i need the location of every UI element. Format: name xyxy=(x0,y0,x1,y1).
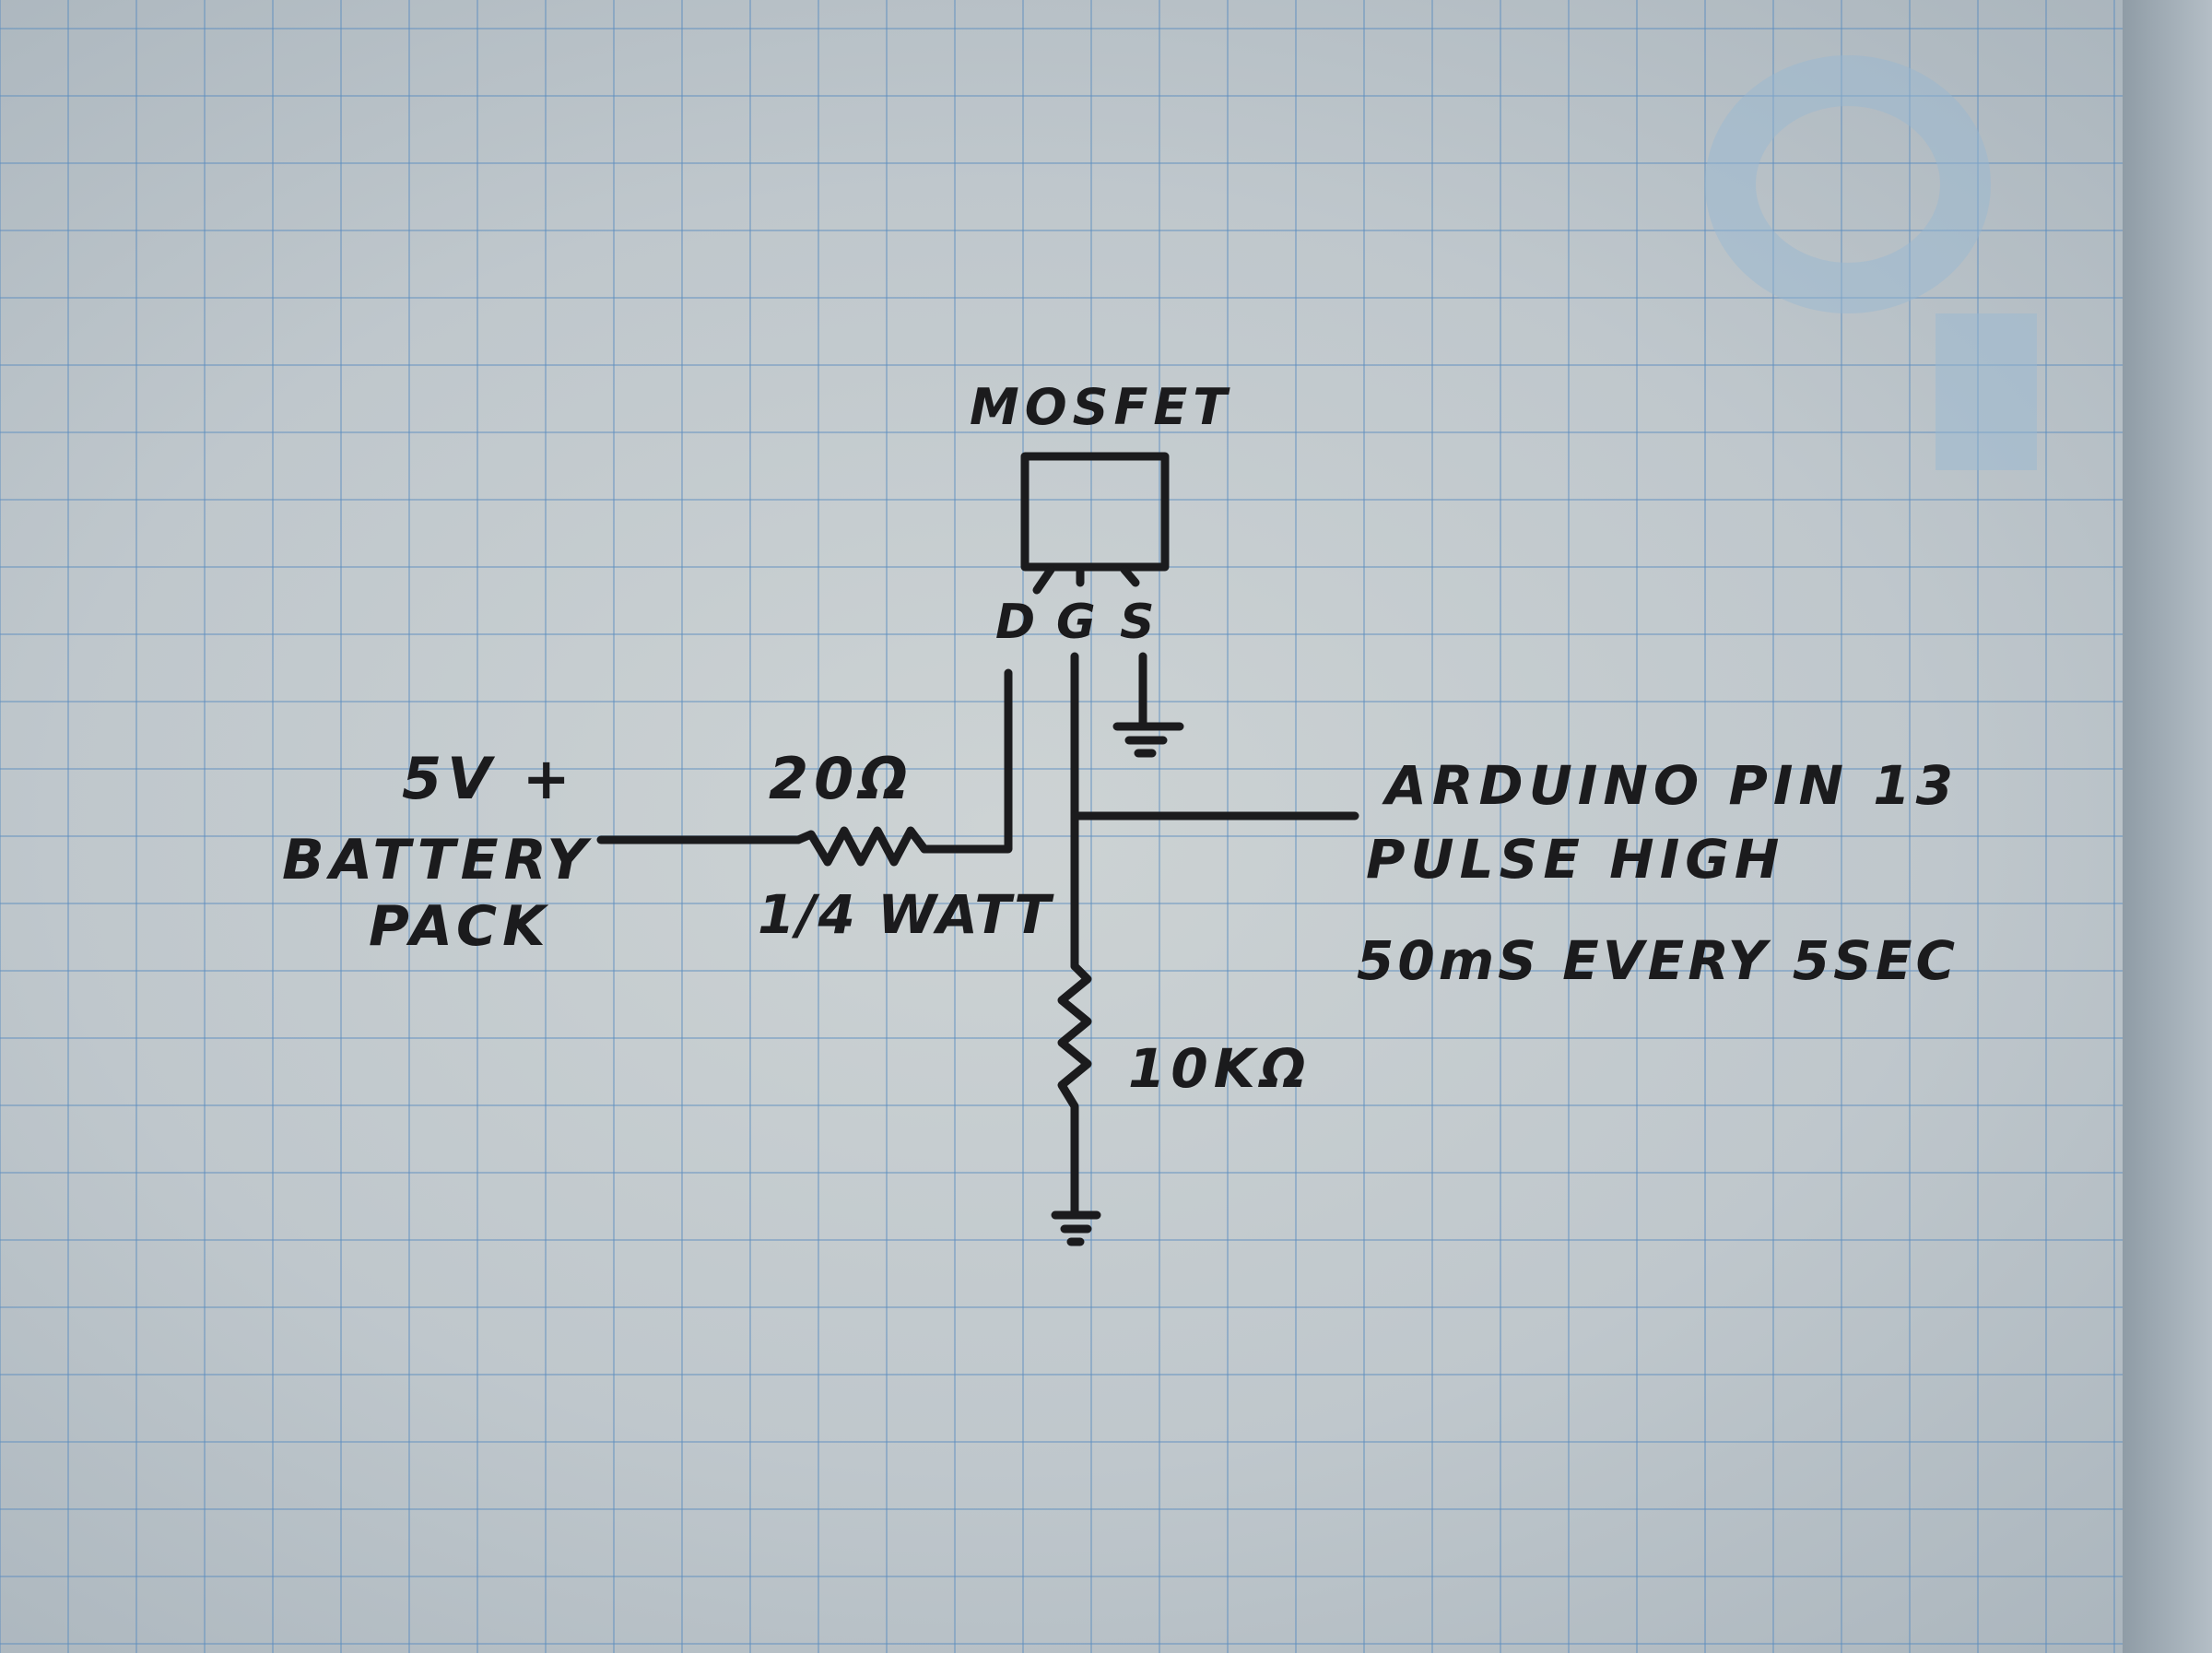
pin-d-label: D xyxy=(995,595,1041,650)
ground-source-icon xyxy=(1112,722,1184,758)
resistor-10kohm-value: 10KΩ xyxy=(1128,1037,1312,1100)
arduino-pin-label: ARDUINO PIN 13 xyxy=(1385,754,1959,817)
resistor-20ohm xyxy=(794,826,929,867)
resistor-10kohm xyxy=(1057,962,1092,1220)
ground-gate-icon xyxy=(1051,1210,1101,1246)
paper-edge xyxy=(2123,0,2212,1653)
pin-g-label: G xyxy=(1056,595,1101,650)
mosfet-body xyxy=(1020,452,1170,572)
resistor-20ohm-value: 20Ω xyxy=(769,745,913,812)
source-voltage-label: 5V + xyxy=(402,745,576,812)
timing-label: 50mS EVERY 5SEC xyxy=(1357,929,1959,992)
pack-label: PACK xyxy=(369,894,551,959)
watermark-logo-bar xyxy=(1936,313,2037,470)
pulse-label: PULSE HIGH xyxy=(1366,828,1785,891)
battery-label: BATTERY xyxy=(282,828,593,892)
drain-wire xyxy=(920,668,1013,854)
resistor-20ohm-rating: 1/4 WATT xyxy=(758,883,1053,946)
mosfet-leads xyxy=(1032,565,1140,595)
mosfet-label: MOSFET xyxy=(970,378,1233,436)
pin-s-label: S xyxy=(1120,595,1160,650)
